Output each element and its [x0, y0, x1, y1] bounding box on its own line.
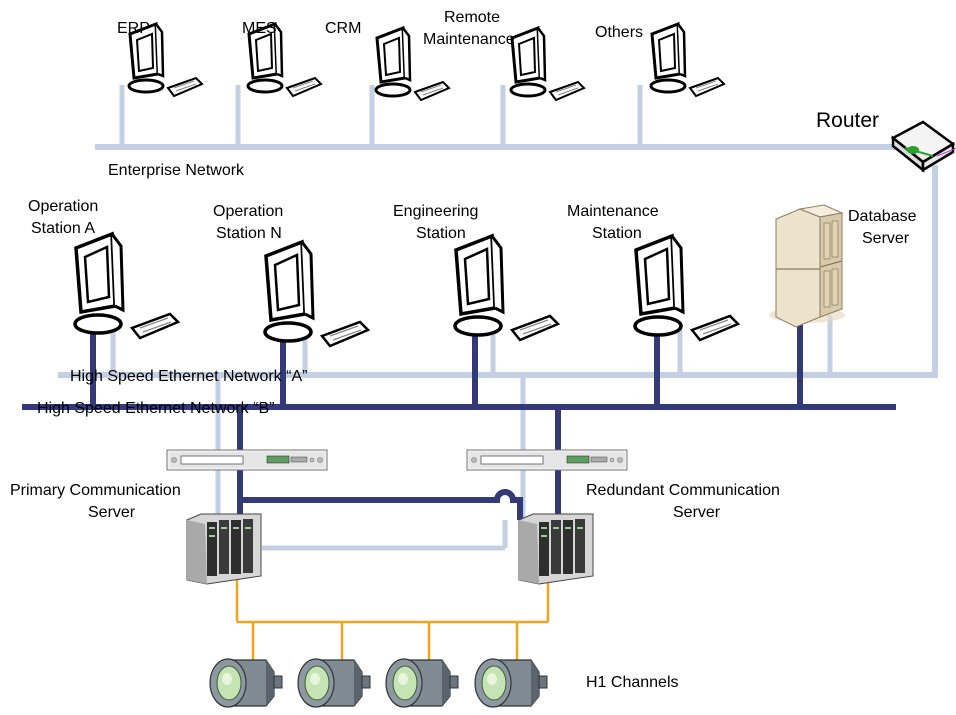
- operation-station-n-label-1: Operation: [213, 203, 283, 220]
- operation-station-n-label-2: Station N: [216, 225, 282, 242]
- database-server-icon: [769, 204, 845, 328]
- operation-station-n-icon: [263, 240, 370, 348]
- primary-server-label-1: Primary Communication: [10, 482, 181, 499]
- database-server-label-2: Server: [862, 230, 910, 247]
- remote-maintenance-label-2: Maintenance: [423, 31, 515, 48]
- enterprise-network-label: Enterprise Network: [108, 162, 245, 179]
- h1-device-3-icon: [385, 658, 459, 708]
- redundant-controller-icon: [518, 513, 594, 585]
- engineering-station-label-1: Engineering: [393, 203, 478, 220]
- primary-server-label-2: Server: [88, 504, 136, 521]
- engineering-station-label-2: Station: [416, 225, 466, 242]
- engineering-station-icon: [453, 234, 560, 342]
- remote-maintenance-label-1: Remote: [444, 9, 500, 26]
- maintenance-station-icon: [633, 234, 740, 342]
- mes-label: MES: [242, 20, 277, 37]
- maintenance-station-label-1: Maintenance: [567, 203, 659, 220]
- operation-station-a-label-1: Operation: [28, 198, 98, 215]
- remote-maintenance-workstation-icon: [509, 26, 586, 102]
- network-a: [58, 315, 938, 551]
- network-a-label: High Speed Ethernet Network “A”: [70, 368, 307, 385]
- operation-station-a-icon: [73, 232, 180, 340]
- router-label: Router: [816, 109, 879, 132]
- primary-communication-server-icon: [166, 449, 328, 471]
- primary-controller-icon: [186, 513, 262, 585]
- router-icon: [890, 120, 956, 173]
- h1-channels-label: H1 Channels: [586, 674, 679, 691]
- crm-label: CRM: [325, 20, 361, 37]
- erp-label: ERP: [117, 20, 150, 37]
- enterprise-network: [95, 85, 938, 375]
- h1-bus: [235, 580, 550, 660]
- redundant-communication-server-icon: [466, 449, 628, 471]
- others-workstation-icon: [649, 22, 726, 98]
- maintenance-station-label-2: Station: [592, 225, 642, 242]
- h1-device-2-icon: [297, 658, 371, 708]
- database-server-label-1: Database: [848, 208, 917, 225]
- redundant-server-label-2: Server: [673, 504, 721, 521]
- operation-station-a-label-2: Station A: [31, 220, 95, 237]
- others-label: Others: [595, 24, 643, 41]
- h1-device-1-icon: [209, 658, 283, 708]
- h1-device-4-icon: [474, 658, 548, 708]
- network-b-label: High Speed Ethernet Network “B”: [37, 400, 274, 417]
- redundant-server-label-1: Redundant Communication: [586, 482, 780, 499]
